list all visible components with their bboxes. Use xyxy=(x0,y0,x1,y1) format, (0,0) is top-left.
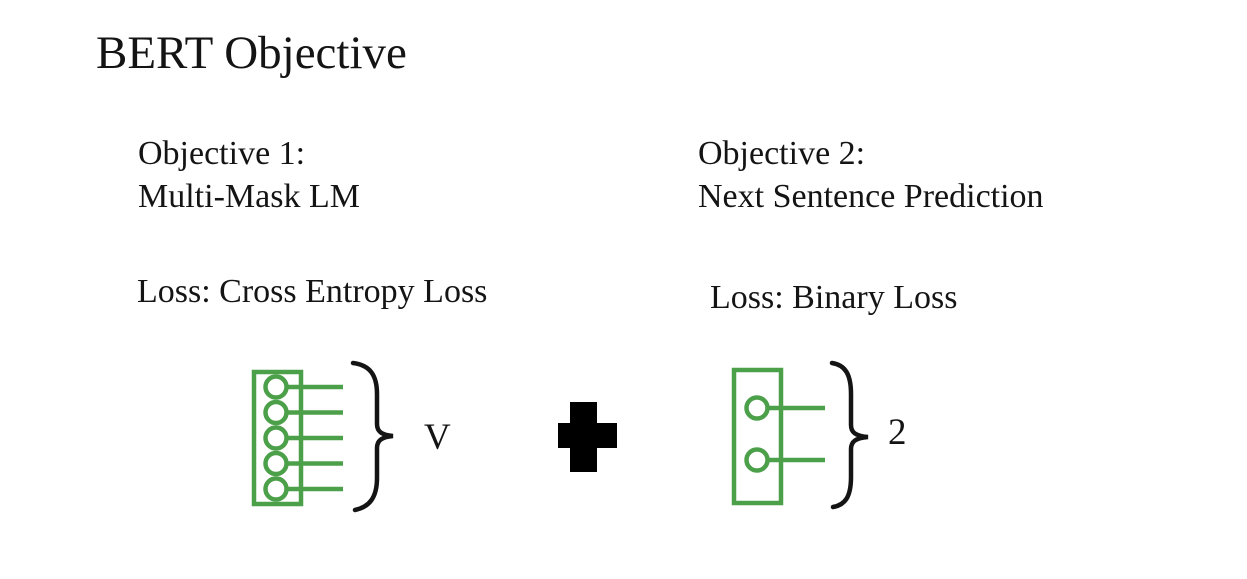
objective-1-heading: Objective 1: Multi-Mask LM xyxy=(138,132,360,218)
curly-brace-icon xyxy=(350,360,394,513)
objective-2-output-units-diagram xyxy=(731,360,869,510)
objective-2-heading-line1: Objective 2: xyxy=(698,135,866,172)
objective-1-loss: Loss: Cross Entropy Loss xyxy=(137,273,488,310)
output-unit-node xyxy=(744,447,770,473)
objective-2-heading-line2: Next Sentence Prediction xyxy=(698,178,1044,215)
output-unit-node xyxy=(263,476,289,502)
output-unit-node xyxy=(263,425,289,451)
objective-1-output-units-diagram xyxy=(251,360,394,513)
plus-icon xyxy=(558,402,617,472)
page-title: BERT Objective xyxy=(96,27,407,79)
output-unit-node xyxy=(263,450,289,477)
objective-2-loss: Loss: Binary Loss xyxy=(710,279,958,316)
class-count-label: 2 xyxy=(888,412,907,453)
vocab-size-label: V xyxy=(424,417,451,458)
output-unit-node xyxy=(744,395,770,421)
objective-2-heading: Objective 2: Next Sentence Prediction xyxy=(698,132,1044,218)
output-unit-node xyxy=(263,399,289,426)
output-unit-node xyxy=(263,374,289,400)
output-layer-box xyxy=(731,367,784,506)
curly-brace-icon xyxy=(829,360,869,510)
objective-1-heading-line2: Multi-Mask LM xyxy=(138,178,360,215)
objective-1-heading-line1: Objective 1: xyxy=(138,135,306,172)
